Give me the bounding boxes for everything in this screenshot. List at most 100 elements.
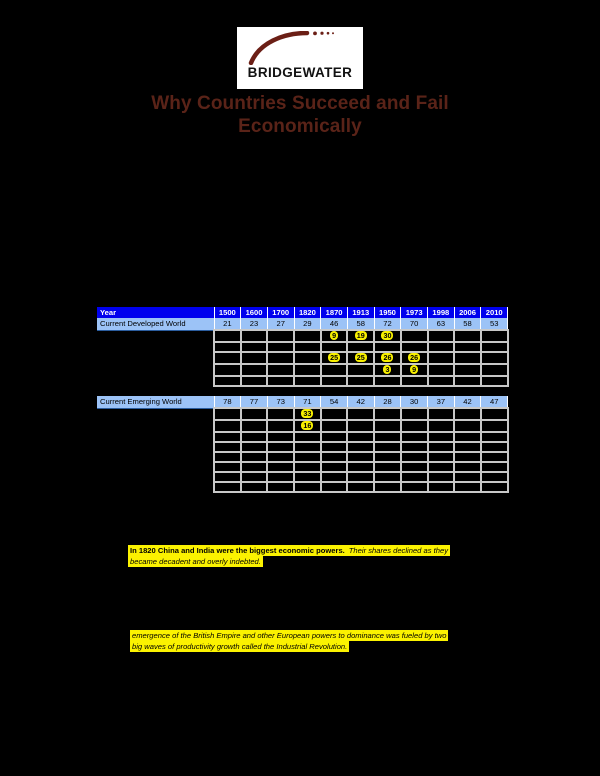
redacted-data-cell — [267, 462, 296, 473]
redacted-data-cell — [267, 352, 296, 365]
redacted-data-cell — [267, 432, 296, 443]
section-value-cell: 28 — [374, 396, 402, 409]
redacted-data-cell — [213, 364, 242, 377]
redacted-data-cell — [267, 407, 296, 421]
redacted-data-cell — [427, 352, 456, 365]
section-value-cell: 58 — [347, 318, 375, 331]
redacted-data-cell — [480, 364, 509, 377]
annotation-2-line-2-text: big waves of productivity growth called … — [130, 641, 350, 652]
redacted-data-cell — [454, 364, 482, 377]
redacted-data-cell — [294, 329, 322, 343]
redacted-data-cell — [427, 364, 456, 377]
redacted-data-cell — [374, 432, 402, 443]
redacted-data-cell — [427, 452, 456, 463]
redacted-data-cell — [347, 432, 376, 443]
redacted-row-label — [97, 408, 214, 420]
redacted-data-cell — [347, 462, 376, 473]
redacted-data-cell — [454, 462, 482, 473]
redacted-data-cell — [267, 452, 296, 463]
redacted-data-cell: 19 — [347, 329, 376, 343]
redacted-data-cell — [480, 342, 509, 353]
table-header-year-1870: 1870 — [320, 307, 348, 318]
section-value-cell: 72 — [374, 318, 402, 331]
redacted-data-cell — [240, 420, 269, 433]
redacted-data-cell — [320, 420, 349, 433]
redacted-data-cell — [320, 472, 349, 483]
table-header-year-label: Year — [97, 307, 215, 318]
redacted-data-cell — [400, 342, 429, 353]
highlighted-value: 33 — [301, 409, 314, 418]
redacted-data-cell — [427, 329, 456, 343]
table-header-year-1950: 1950 — [374, 307, 402, 318]
section-value-cell: 29 — [294, 318, 322, 331]
redacted-data-cell — [320, 432, 349, 443]
bridgewater-logo: BRIDGEWATER — [237, 27, 363, 89]
redacted-data-cell — [454, 482, 482, 493]
table-header-year-1973: 1973 — [400, 307, 428, 318]
highlighted-value: 26 — [408, 353, 421, 362]
table-header-year-1820: 1820 — [294, 307, 322, 318]
redacted-data-cell — [320, 342, 349, 353]
section-value-cell: 42 — [347, 396, 375, 409]
redacted-row-label — [97, 330, 214, 342]
redacted-data-cell — [213, 329, 242, 343]
table-row — [97, 442, 509, 453]
redacted-data-cell: 26 — [374, 352, 402, 365]
table-row — [97, 472, 509, 483]
annotation-1-line-2-text: became decadent and overly indebted. — [128, 556, 263, 567]
table-section-spacer — [97, 386, 508, 396]
redacted-data-cell — [213, 342, 242, 353]
redacted-data-cell — [400, 442, 429, 453]
page-title: Why Countries Succeed and Fail Economica… — [151, 93, 449, 137]
table-row: 16 — [97, 420, 509, 433]
table-header-year-1700: 1700 — [267, 307, 295, 318]
redacted-data-cell — [213, 462, 242, 473]
redacted-data-cell — [454, 432, 482, 443]
redacted-data-cell — [454, 329, 482, 343]
table-row — [97, 376, 509, 387]
redacted-data-cell — [400, 482, 429, 493]
section-value-cell: 63 — [427, 318, 455, 331]
redacted-data-cell — [294, 462, 322, 473]
highlighted-value: 25 — [354, 353, 367, 362]
redacted-data-cell — [347, 442, 376, 453]
redacted-data-cell — [320, 462, 349, 473]
redacted-data-cell — [427, 482, 456, 493]
section-value-cell: 78 — [214, 396, 242, 409]
redacted-data-cell — [427, 462, 456, 473]
section-label: Current Emerging World — [97, 396, 215, 409]
redacted-data-cell — [480, 452, 509, 463]
annotation-1-line-1: In 1820 China and India were the biggest… — [128, 545, 532, 556]
redacted-data-cell — [240, 364, 269, 377]
redacted-data-cell — [294, 352, 322, 365]
section-value-cell: 46 — [320, 318, 348, 331]
redacted-data-cell — [374, 472, 402, 483]
highlighted-value: 9 — [330, 331, 339, 340]
redacted-data-cell — [320, 442, 349, 453]
redacted-data-cell — [427, 420, 456, 433]
redacted-data-cell — [480, 329, 509, 343]
redacted-data-cell — [240, 329, 269, 343]
redacted-data-cell — [294, 452, 322, 463]
redacted-data-cell — [400, 376, 429, 387]
section-value-cell: 42 — [454, 396, 482, 409]
redacted-data-cell — [213, 442, 242, 453]
section-value-cell: 53 — [480, 318, 509, 331]
redacted-data-cell — [294, 482, 322, 493]
redacted-data-cell — [347, 452, 376, 463]
redacted-data-cell — [480, 420, 509, 433]
redacted-data-cell — [427, 342, 456, 353]
redacted-data-cell — [427, 472, 456, 483]
redacted-data-cell — [480, 462, 509, 473]
redacted-data-cell — [240, 452, 269, 463]
section-value-cell: 70 — [400, 318, 428, 331]
redacted-row-label — [97, 472, 214, 482]
redacted-data-cell — [400, 432, 429, 443]
redacted-row-label — [97, 452, 214, 462]
redacted-data-cell: 30 — [374, 329, 402, 343]
redacted-data-cell — [294, 472, 322, 483]
redacted-data-cell — [213, 482, 242, 493]
